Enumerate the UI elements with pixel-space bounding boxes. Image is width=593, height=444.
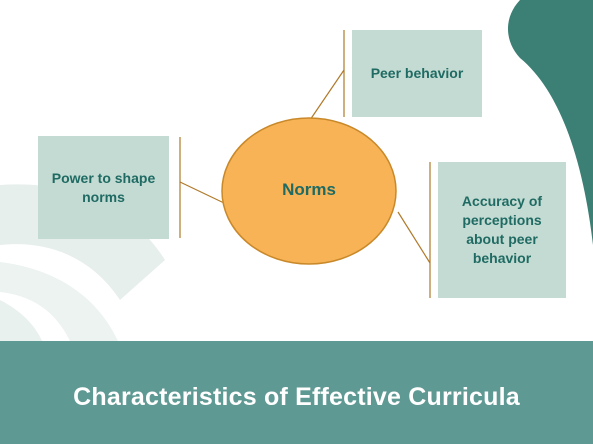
node-power-to-shape-norms: Power to shape norms (38, 136, 169, 239)
background-curve-edge (0, 300, 42, 341)
node-label: Peer behavior (370, 65, 464, 81)
node-accuracy-of-perceptions: Accuracy of perceptions about peer behav… (438, 162, 566, 298)
background-curve-inner (0, 262, 118, 341)
footer-band: Characteristics of Effective Curricula (0, 341, 593, 444)
node-peer-behavior: Peer behavior (352, 30, 482, 117)
center-label-norms: Norms (282, 180, 336, 199)
norms-ellipse (221, 117, 397, 265)
connector-peer (309, 69, 345, 121)
corner-swoosh (507, 0, 593, 245)
node-label: Accuracy of perceptions about peer behav… (461, 193, 543, 266)
slide-title: Characteristics of Effective Curricula (73, 383, 520, 411)
connector-power (179, 181, 225, 204)
node-label: Power to shape norms (51, 169, 156, 205)
connector-accuracy (397, 211, 431, 264)
